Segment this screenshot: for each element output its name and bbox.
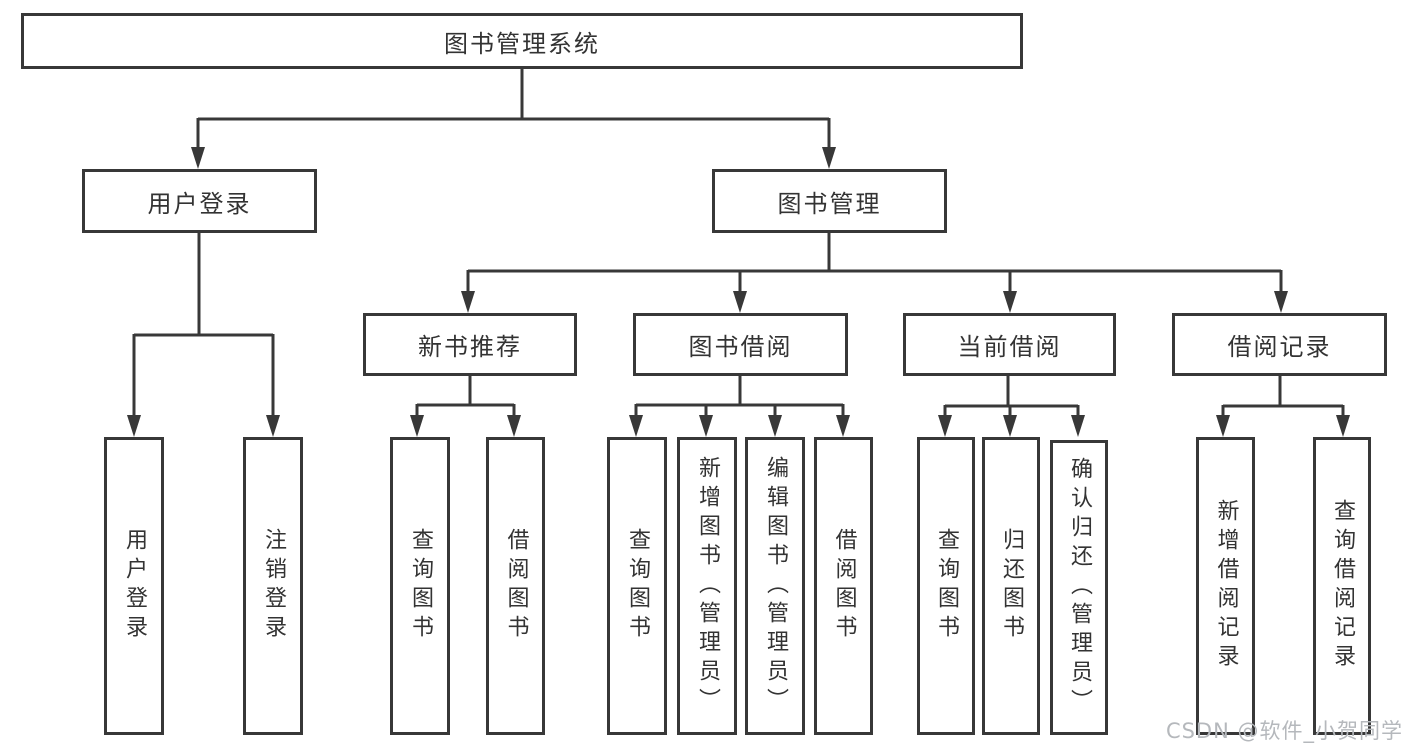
node-book-borrow: 图书借阅 [633,313,848,376]
leaf-borrow-book-2-label: 借阅图书 [831,528,857,644]
leaf-add-book-admin: 新增图书（管理员） [677,437,737,735]
leaf-user-login: 用户登录 [104,437,164,735]
leaf-borrow-book-2: 借阅图书 [814,437,873,735]
leaf-add-borrow-record-label: 新增借阅记录 [1213,499,1239,673]
leaf-logout-label: 注销登录 [261,528,286,644]
node-new-book-recommend-label: 新书推荐 [418,333,522,361]
leaf-query-book-3: 查询图书 [917,437,975,735]
csdn-watermark: CSDN @软件_小贺同学 [1165,719,1403,743]
node-borrow-record-label: 借阅记录 [1227,333,1332,361]
leaf-query-borrow-record: 查询借阅记录 [1313,437,1371,735]
node-root-system: 图书管理系统 [21,13,1023,69]
leaf-edit-book-admin: 编辑图书（管理员） [745,437,805,735]
leaf-add-book-admin-label: 新增图书（管理员） [695,455,720,717]
leaf-query-book-3-label: 查询图书 [934,528,959,644]
leaf-return-book: 归还图书 [982,437,1040,735]
leaf-borrow-book-1: 借阅图书 [486,437,545,735]
leaf-query-borrow-record-label: 查询借阅记录 [1330,499,1355,673]
leaf-borrow-book-1-label: 借阅图书 [503,528,529,644]
node-root-label: 图书管理系统 [444,29,600,58]
node-borrow-record: 借阅记录 [1172,313,1387,376]
leaf-confirm-return-admin-label: 确认归还（管理员） [1067,457,1092,718]
leaf-logout: 注销登录 [243,437,303,735]
node-book-management-label: 图书管理 [777,189,882,218]
leaf-confirm-return-admin: 确认归还（管理员） [1050,440,1108,735]
leaf-query-book-2: 查询图书 [607,437,667,735]
node-user-login: 用户登录 [82,169,317,233]
leaf-query-book-1: 查询图书 [390,437,450,735]
leaf-query-book-2-label: 查询图书 [625,528,650,644]
node-new-book-recommend: 新书推荐 [363,313,577,376]
node-current-borrow-label: 当前借阅 [957,333,1062,361]
leaf-return-book-label: 归还图书 [999,528,1024,644]
leaf-edit-book-admin-label: 编辑图书（管理员） [763,455,788,717]
node-user-login-label: 用户登录 [147,189,252,218]
leaf-add-borrow-record: 新增借阅记录 [1196,437,1255,735]
node-book-management: 图书管理 [712,169,947,233]
node-current-borrow: 当前借阅 [903,313,1116,376]
node-book-borrow-label: 图书借阅 [688,333,793,361]
leaf-query-book-1-label: 查询图书 [408,528,433,644]
leaf-user-login-label: 用户登录 [122,528,147,644]
